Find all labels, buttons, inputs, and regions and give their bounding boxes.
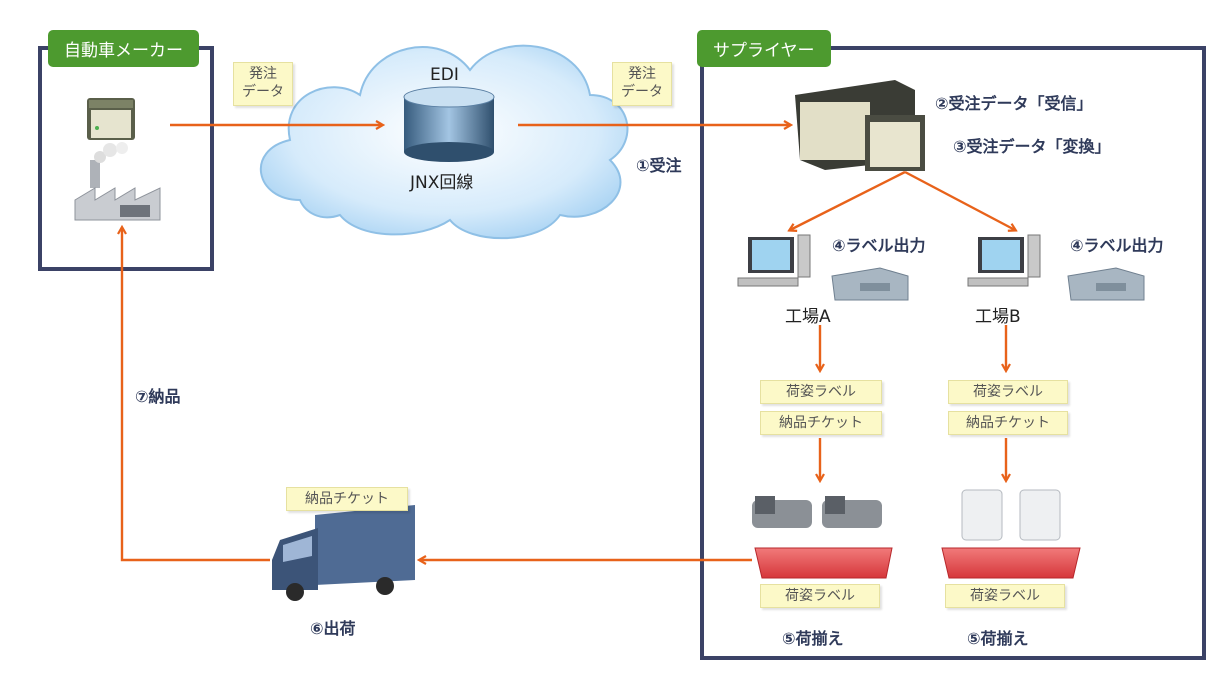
step-label-output-b: ④ラベル出力 (1070, 236, 1164, 255)
tray-label-note: 荷姿ラベル (945, 584, 1065, 608)
delivery-ticket-note: 納品チケット (948, 411, 1068, 435)
truck-icon (272, 505, 415, 601)
printer-icon (831, 267, 909, 301)
truck-delivery-ticket-note: 納品チケット (286, 487, 408, 511)
pc-icon (737, 234, 811, 287)
pc-icon (967, 234, 1041, 287)
automaker-title: 自動車メーカー (48, 30, 199, 67)
server-rack-icon (795, 80, 925, 171)
factory-icon (74, 142, 161, 221)
step-receive-order: ①受注 (636, 156, 682, 175)
tray-icon (754, 547, 1081, 579)
printer-icon (1067, 267, 1145, 301)
arrow-deliver (122, 228, 270, 562)
order-data-note: 発注データ (233, 62, 293, 106)
delivery-ticket-note: 納品チケット (760, 411, 882, 435)
step-ship: ⑥出荷 (310, 619, 356, 638)
edi-label: EDI (430, 65, 459, 85)
step-label-output-a: ④ラベル出力 (832, 236, 926, 255)
packing-label-note: 荷姿ラベル (760, 380, 882, 404)
step-convert-data: ③受注データ「変換」 (953, 137, 1111, 156)
factory-a-label: 工場A (785, 307, 831, 327)
server-icon (87, 98, 135, 140)
step-deliver: ⑦納品 (135, 387, 181, 406)
compressor-icon (752, 496, 882, 528)
supplier-title: サプライヤー (697, 30, 831, 67)
jnx-line-label: JNX回線 (410, 173, 474, 193)
radiator-icon (961, 489, 1061, 541)
factory-b-label: 工場B (975, 307, 1021, 327)
step-receive-data: ②受注データ「受信」 (935, 94, 1093, 113)
arrow-server-factory-a (790, 170, 906, 230)
tray-label-note: 荷姿ラベル (760, 584, 880, 608)
order-data-note: 発注データ (612, 62, 672, 106)
packing-label-note: 荷姿ラベル (948, 380, 1068, 404)
router-icon (403, 86, 495, 162)
step-assemble-b: ⑤荷揃え (967, 629, 1029, 648)
arrow-server-factory-b (904, 170, 1015, 230)
step-assemble-a: ⑤荷揃え (782, 629, 844, 648)
